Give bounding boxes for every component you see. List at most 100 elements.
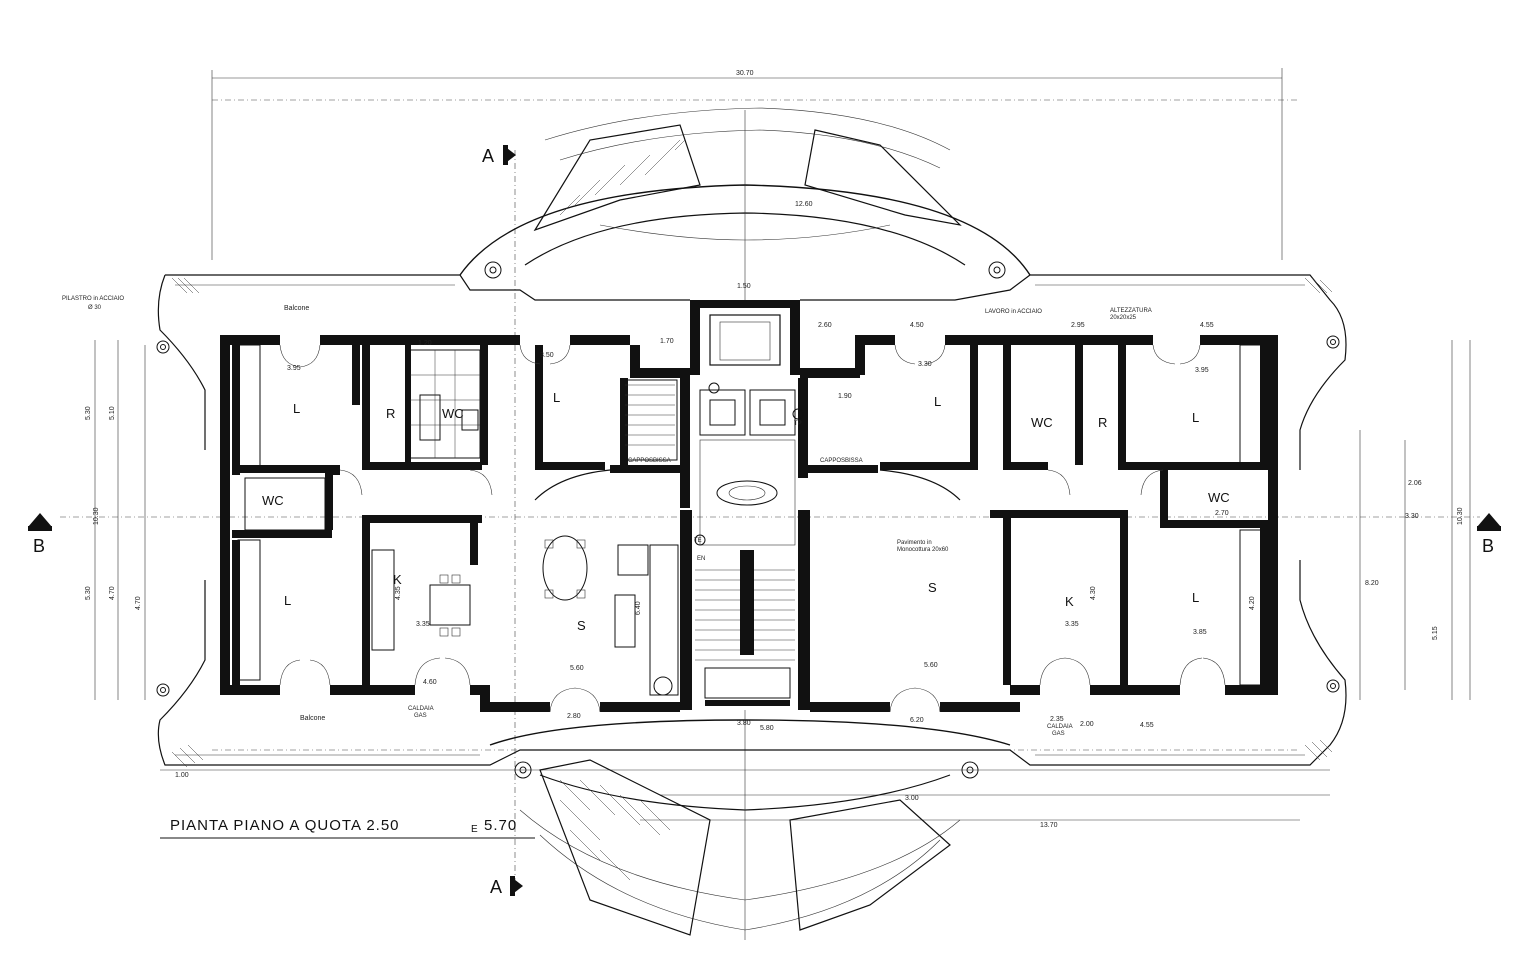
dim-235: 2.35 — [1050, 716, 1064, 723]
dim-260: 2.60 — [818, 322, 832, 329]
caldaia-left-gas: GAS — [414, 713, 427, 719]
bottom-curved-terrace — [489, 710, 1011, 940]
dim-335-b: 3.35 — [1065, 621, 1079, 628]
lavoro-note: LAVORO in ACCIAIO — [985, 309, 1042, 315]
dim-190: 1.90 — [838, 393, 852, 400]
room-label-l-top-right: L — [934, 394, 941, 409]
dim-1260: 12.60 — [795, 201, 813, 208]
dim-330: 3.30 — [918, 361, 932, 368]
dim-435: 4.35 — [395, 586, 402, 600]
dim-overall-top: 30.70 — [736, 70, 754, 77]
dim-455-a: 4.55 — [1200, 322, 1214, 329]
pavimento-note-2: Monocottura 20x60 — [897, 547, 949, 553]
dim-120: 1.20 — [418, 340, 432, 347]
pavimento-note: Pavimento in — [897, 540, 932, 546]
dim-560-a: 5.60 — [570, 665, 584, 672]
door-swings — [279, 344, 1226, 713]
dim-overall-bottom: 13.70 — [1040, 822, 1058, 829]
dim-right-total: 10.30 — [1457, 507, 1464, 525]
room-label-s-left: S — [577, 618, 586, 633]
room-label-wc-top-right: WC — [1031, 415, 1053, 430]
altezza-note-2: 20x20x25 — [1110, 315, 1137, 321]
pilastro-note: PILASTRO in ACCIAIO — [62, 296, 124, 302]
dim-200: 2.00 — [1080, 721, 1094, 728]
dim-right-lower: 5.15 — [1432, 626, 1439, 640]
room-label-l-bottom-left: L — [284, 593, 291, 608]
drawing-title-text: PIANTA PIANO A QUOTA 2.50 — [170, 817, 400, 834]
dim-right-mid: 3.30 — [1405, 513, 1419, 520]
top-curved-terrace — [459, 107, 1031, 300]
dim-right-side: 8.20 — [1365, 580, 1379, 587]
room-label-l-bottom-right: L — [1192, 590, 1199, 605]
dim-295: 2.95 — [1071, 322, 1085, 329]
te-label: TE — [694, 538, 702, 544]
room-labels: L R WC L WC L K S L WC R L WC S K L — [262, 390, 1230, 633]
dim-640: 6.40 — [635, 601, 642, 615]
dim-430: 4.30 — [1090, 586, 1097, 600]
section-marker-a-top — [503, 145, 516, 165]
dim-385: 3.85 — [1193, 629, 1207, 636]
drawing-title-q2: 5.70 — [484, 817, 517, 834]
dim-420: 4.20 — [1249, 596, 1256, 610]
room-label-wc-mid-left: WC — [262, 493, 284, 508]
dim-380: 3.80 — [737, 720, 751, 727]
room-label-s-right: S — [928, 580, 937, 595]
exterior-walls — [220, 300, 1278, 712]
dim-left-upper: 5.30 — [85, 406, 92, 420]
dim-100: 1.00 — [175, 772, 189, 779]
dim-470: 4.70 — [135, 596, 142, 610]
cappa-left-label: CAPPOSBISSA — [628, 458, 671, 464]
room-label-r-top-left: R — [386, 406, 395, 421]
dim-150: 1.50 — [737, 283, 751, 290]
section-marker-a-bottom — [510, 876, 523, 896]
dim-395-a: 3.95 — [287, 365, 301, 372]
tp-label: TP — [794, 421, 802, 427]
drawing-title-e: E — [471, 824, 479, 835]
stairwell — [694, 314, 804, 699]
dim-300: 3.00 — [905, 795, 919, 802]
dim-left-lower: 5.30 — [85, 586, 92, 600]
annotations: Balcone Balcone PILASTRO in ACCIAIO Ø 30… — [62, 296, 1152, 737]
section-label-a-bottom: A — [490, 877, 502, 897]
furniture — [237, 344, 1263, 696]
dim-335-a: 3.35 — [416, 621, 430, 628]
dim-460: 4.60 — [423, 679, 437, 686]
pilastro-dim: Ø 30 — [88, 305, 102, 311]
interior-walls — [232, 335, 1278, 710]
dim-170: 1.70 — [660, 338, 674, 345]
caldaia-right-gas: GAS — [1052, 731, 1065, 737]
section-marker-b-right — [1477, 513, 1501, 531]
section-marker-b-left — [28, 513, 52, 531]
dim-580: 5.80 — [760, 725, 774, 732]
section-label-b-left: B — [33, 536, 45, 556]
room-label-l-top-left: L — [293, 401, 300, 416]
dim-350: 3.50 — [540, 352, 554, 359]
en-label: EN — [697, 556, 705, 562]
room-label-k-right: K — [1065, 594, 1074, 609]
dim-620: 6.20 — [910, 717, 924, 724]
dim-280: 2.80 — [567, 713, 581, 720]
dim-left-total: 10.30 — [93, 507, 100, 525]
dim-left-inner-upper: 5.10 — [109, 406, 116, 420]
balcone-top-label: Balcone — [284, 305, 309, 312]
room-label-k-left: K — [393, 572, 402, 587]
room-label-wc-mid-right: WC — [1208, 490, 1230, 505]
dim-270: 2.70 — [1215, 510, 1229, 517]
room-label-l-top-far-right: L — [1192, 410, 1199, 425]
caldaia-right-label: CALDAIA — [1047, 724, 1073, 730]
dim-left-inner-lower: 4.70 — [109, 586, 116, 600]
room-label-wc-top-left: WC — [442, 406, 464, 421]
caldaia-left-label: CALDAIA — [408, 706, 434, 712]
balcone-bottom-label: Balcone — [300, 715, 325, 722]
altezza-note: ALTEZZATURA — [1110, 308, 1152, 314]
dimension-labels: 30.70 13.70 10.30 10.30 5.30 5.30 5.10 4… — [85, 70, 1464, 829]
dim-560-b: 5.60 — [924, 662, 938, 669]
drawing-title: PIANTA PIANO A QUOTA 2.50 E 5.70 — [160, 817, 535, 839]
dim-right-upper: 2.06 — [1408, 480, 1422, 487]
dim-455-b: 4.55 — [1140, 722, 1154, 729]
dimension-lines — [60, 68, 1480, 880]
cappa-right-label: CAPPOSBISSA — [820, 458, 863, 464]
room-label-r-top-right: R — [1098, 415, 1107, 430]
dim-450: 4.50 — [910, 322, 924, 329]
